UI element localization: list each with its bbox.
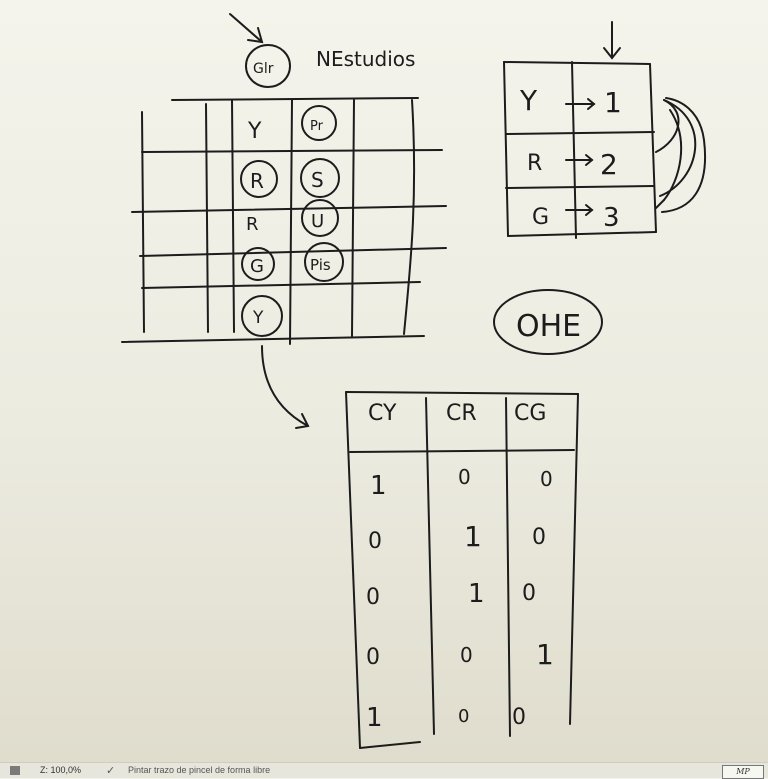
onehot-r3-c2: 1 <box>468 579 485 609</box>
onehot-r3-c1: 0 <box>366 585 380 610</box>
zoom-level[interactable]: Z: 100,0% <box>40 765 82 775</box>
dataset-grid <box>121 97 447 345</box>
mapping-arrow-down <box>603 21 621 60</box>
grid-cell-r2c4: S <box>311 168 324 192</box>
onehot-r5-c2: 0 <box>458 706 469 727</box>
grid-cell-r3c3: R <box>246 214 259 235</box>
top-arrow <box>229 13 264 44</box>
grid-to-table-arrow <box>261 345 310 429</box>
onehot-r1-c1: 1 <box>370 471 387 501</box>
ohe-ellipse <box>493 289 603 355</box>
grid-cell-r3c4: U <box>311 211 324 232</box>
onehot-r4-c3: 1 <box>536 638 554 671</box>
swap-arrows <box>655 97 707 213</box>
onehot-header-cy: CY <box>368 401 397 426</box>
onehot-r5-c3: 0 <box>512 705 526 730</box>
mapping-key-3: G <box>532 205 549 230</box>
onehot-r4-c2: 0 <box>460 643 473 667</box>
onehot-r1-c2: 0 <box>458 465 471 489</box>
onehot-r3-c3: 0 <box>522 581 536 606</box>
onehot-r4-c1: 0 <box>366 645 380 670</box>
onehot-header-cg: CG <box>514 401 546 426</box>
mapping-arrows <box>565 98 596 216</box>
mapping-rows: Y 1 R 2 G 3 <box>519 84 622 233</box>
grid-cell-r1c3: Y <box>247 119 262 144</box>
status-bar: Z: 100,0% ✓ Pintar trazo de pincel de fo… <box>0 762 768 779</box>
onehot-r2-c2: 1 <box>464 520 482 553</box>
grid-cell-r2c3: R <box>250 169 264 193</box>
mapping-table <box>503 61 657 239</box>
onehot-r1-c3: 0 <box>540 467 553 491</box>
grid-cell-r4c4: Pis <box>310 256 331 274</box>
brush-icon: ✓ <box>106 765 116 777</box>
mapping-key-2: R <box>527 151 542 176</box>
mapping-value-3: 3 <box>603 203 620 233</box>
ohe-label: OHE <box>516 309 581 344</box>
circle-label: Glr <box>253 61 274 77</box>
layers-icon[interactable] <box>10 766 20 775</box>
whiteboard-svg: Glr NEstudios Y Pr R S R U G Pis Y <box>121 13 707 749</box>
onehot-table-lines <box>345 391 579 749</box>
circle-node <box>245 44 291 88</box>
onehot-r2-c3: 0 <box>532 525 546 550</box>
drawing-canvas[interactable]: Glr NEstudios Y Pr R S R U G Pis Y <box>0 0 768 762</box>
mapping-value-1: 1 <box>604 86 622 119</box>
mapping-value-2: 2 <box>600 148 618 181</box>
grid-cell-r4c3: G <box>250 256 264 277</box>
onehot-header-cr: CR <box>446 401 477 426</box>
onehot-r5-c1: 1 <box>366 703 383 733</box>
grid-cell-r5c3: Y <box>252 308 264 328</box>
status-text: Pintar trazo de pincel de forma libre <box>128 765 271 775</box>
grid-cell-r1c4: Pr <box>310 119 324 134</box>
grid-circles <box>240 105 344 337</box>
onehot-r2-c1: 0 <box>368 529 382 554</box>
notes-title: NEstudios <box>316 47 415 71</box>
mapping-key-1: Y <box>519 84 538 117</box>
